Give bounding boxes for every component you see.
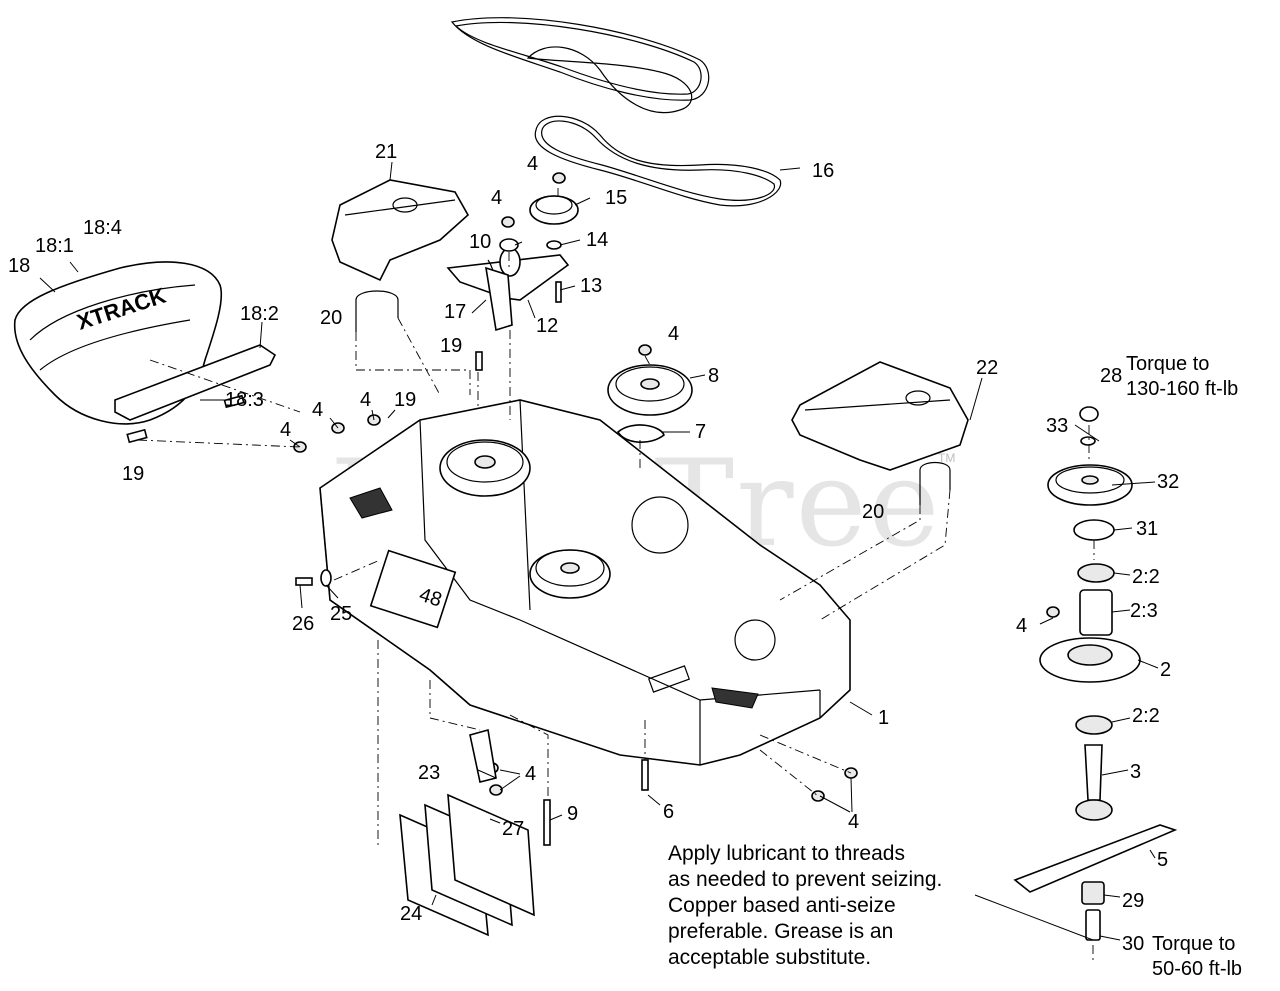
callout-14: 14: [586, 229, 608, 251]
callout-15: 15: [605, 187, 627, 209]
callout-19: 19: [122, 463, 144, 485]
callout-27: 27: [502, 818, 524, 840]
callout-6: 6: [663, 801, 674, 823]
callout-10: 10: [469, 231, 491, 253]
mower-deck-part-1: 48: [319, 399, 851, 766]
torque-top-line1: Torque to: [1126, 353, 1209, 375]
lubricant-note-line4: preferable. Grease is an: [668, 920, 893, 943]
callout-13: 13: [580, 275, 602, 297]
callout-2-2: 2:2: [1132, 566, 1160, 588]
lubricant-note-line3: Copper based anti-seize: [668, 894, 896, 917]
callout-22: 22: [976, 357, 998, 379]
callout-20: 20: [862, 501, 884, 523]
callout-9: 9: [567, 803, 578, 825]
watermark-tm: TM: [938, 451, 955, 465]
torque-bottom-line2: 50-60 ft-lb: [1152, 958, 1242, 980]
callout-30: 30: [1122, 933, 1144, 955]
hardware: [126, 172, 1060, 937]
belt-part-16: [450, 17, 782, 207]
callout-29: 29: [1122, 890, 1144, 912]
callout-2-3: 2:3: [1130, 600, 1158, 622]
callout-12: 12: [536, 315, 558, 337]
lubricant-note-line1: Apply lubricant to threads: [668, 842, 905, 865]
callout-4: 4: [280, 419, 291, 441]
callout-23: 23: [418, 762, 440, 784]
callout-21: 21: [375, 141, 397, 163]
callout-19: 19: [394, 389, 416, 411]
lubricant-note-line5: acceptable substitute.: [668, 946, 871, 969]
callout-7: 7: [695, 421, 706, 443]
lubricant-note-line2: as needed to prevent seizing.: [668, 868, 942, 891]
callout-20: 20: [320, 307, 342, 329]
torque-top-line2: 130-160 ft-lb: [1126, 378, 1238, 400]
right-belt-cover-part-22: [791, 361, 969, 471]
callout-3: 3: [1130, 761, 1141, 783]
callout-26: 26: [292, 613, 314, 635]
torque-note-bottom: Torque to 50-60 ft-lb: [1152, 933, 1242, 980]
callout-24: 24: [400, 903, 422, 925]
center-belt-cover-part-21: [331, 179, 470, 282]
callout-19: 19: [440, 335, 462, 357]
callout-2: 2: [1160, 659, 1171, 681]
callout-5: 5: [1157, 849, 1168, 871]
callout-33: 33: [1046, 415, 1068, 437]
lubricant-note: Apply lubricant to threads as needed to …: [668, 842, 942, 969]
torque-bottom-line1: Torque to: [1152, 933, 1235, 955]
callout-18-1: 18:1: [35, 235, 74, 257]
callout-32: 32: [1157, 471, 1179, 493]
callout-4: 4: [360, 389, 371, 411]
callout-18-3: 18:3: [225, 389, 264, 411]
callout-17: 17: [444, 301, 466, 323]
spindle-assembly: [1013, 406, 1178, 941]
callout-4: 4: [527, 153, 538, 175]
torque-note-top: Torque to 130-160 ft-lb: [1126, 353, 1238, 400]
callout-25: 25: [330, 603, 352, 625]
callout-2-2: 2:2: [1132, 705, 1160, 727]
assembly-lines: [137, 188, 1095, 960]
callout-4: 4: [312, 399, 323, 421]
callout-4: 4: [848, 811, 859, 833]
callout-1: 1: [878, 707, 889, 729]
callout-8: 8: [708, 365, 719, 387]
callout-18: 18: [8, 255, 30, 277]
callout-4: 4: [668, 323, 679, 345]
callout-18-4: 18:4: [83, 217, 122, 239]
callout-4: 4: [1016, 615, 1027, 637]
idler-assembly: [446, 195, 693, 443]
callout-31: 31: [1136, 518, 1158, 540]
callout-labels: 16 4 15 4 10 14 13 12 17 21 20 19 4 8 7 …: [8, 141, 1179, 955]
leader-lines: [39, 161, 1159, 941]
callout-4: 4: [525, 763, 536, 785]
callout-4: 4: [491, 187, 502, 209]
callout-18-2: 18:2: [240, 303, 279, 325]
callout-16: 16: [812, 160, 834, 182]
callout-28: 28: [1100, 365, 1122, 387]
